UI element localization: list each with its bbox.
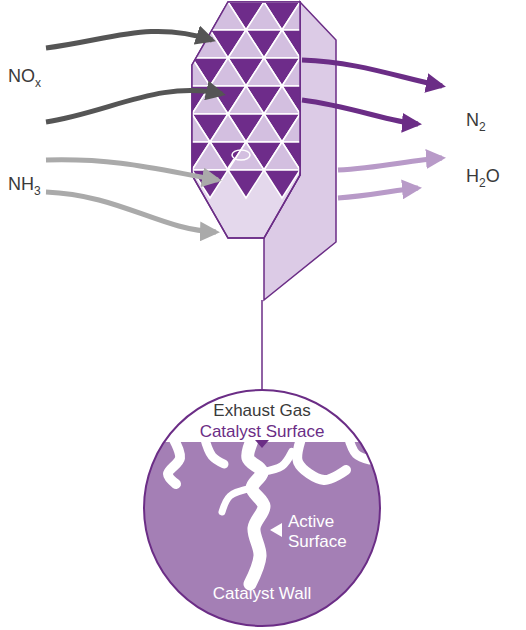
h2o-arrow <box>338 158 442 170</box>
surface-label: Active Surface <box>288 512 360 551</box>
nox-arrow <box>46 31 212 48</box>
surface-label: Catalyst Surface <box>200 422 325 442</box>
zoom-spot <box>232 150 250 160</box>
chemical-label: NH3 <box>8 174 41 195</box>
gas-label: Exhaust Gas <box>213 401 310 421</box>
chemical-label: H2O <box>466 166 500 187</box>
chemical-label: N2 <box>466 110 486 131</box>
n2-arrow <box>302 100 418 124</box>
nh3-arrow <box>46 192 216 232</box>
n2-arrow <box>302 60 442 86</box>
nox-arrow <box>46 91 222 122</box>
wall-label: Catalyst Wall <box>213 584 312 604</box>
leader-line <box>261 300 263 390</box>
magnified-section: Exhaust GasCatalyst SurfaceActive Surfac… <box>142 388 382 628</box>
nh3-arrow <box>46 160 218 180</box>
h2o-arrow <box>338 188 418 198</box>
chemical-label: NOx <box>8 66 41 87</box>
